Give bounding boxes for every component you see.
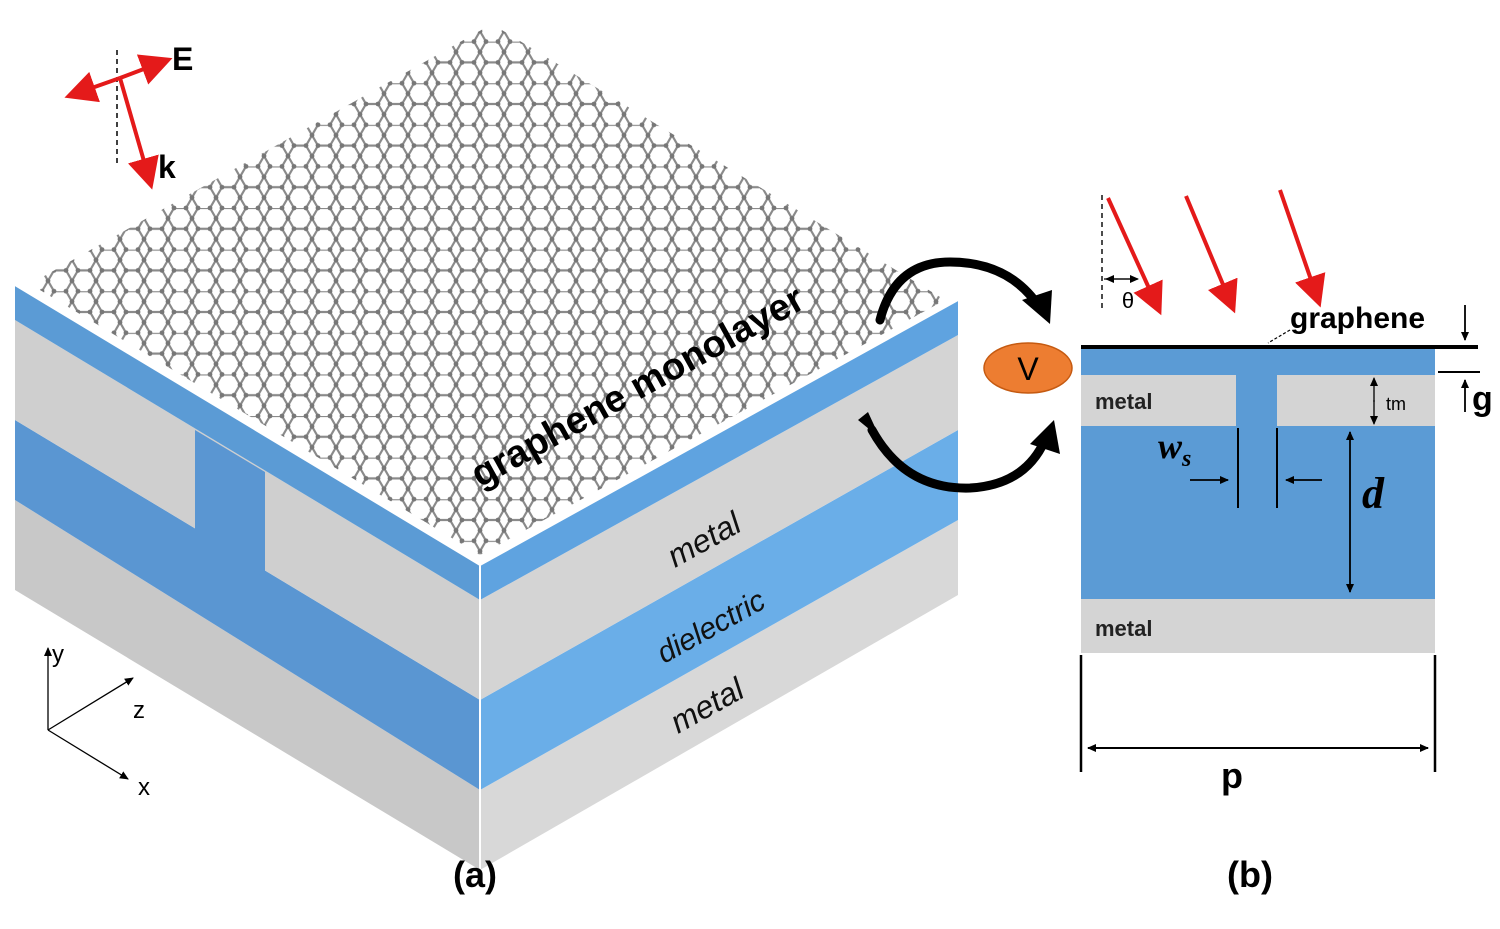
gap-label: g xyxy=(1472,380,1493,418)
right-face-bottom-metal xyxy=(480,520,958,870)
top-metal-label-b: metal xyxy=(1095,389,1152,414)
left-face-top-dielectric xyxy=(15,285,480,600)
panel-b-cross-section: θ graphene metal metal g tm ws d xyxy=(1079,189,1493,796)
y-axis-label: y xyxy=(52,641,64,668)
period-label: p xyxy=(1221,755,1243,796)
x-axis-label: x xyxy=(138,774,150,801)
bottom-metal-label-b: metal xyxy=(1095,616,1152,641)
incident-ray-1 xyxy=(1106,197,1163,316)
angle-theta-label: θ xyxy=(1122,288,1134,313)
right-face-top-dielectric xyxy=(480,300,958,600)
dielectric-thickness-label: d xyxy=(1362,469,1385,518)
incident-ray-2 xyxy=(1184,195,1238,314)
k-vector-arrow xyxy=(118,77,159,190)
curved-arrow-upper-head xyxy=(1022,290,1052,324)
slit-width-label: ws xyxy=(1158,426,1191,472)
e-field-arrow xyxy=(119,54,173,85)
k-vector-label: k xyxy=(158,149,176,185)
voltage-bias: V xyxy=(858,257,1073,493)
left-face-dielectric xyxy=(15,420,480,790)
voltage-source xyxy=(983,342,1073,394)
right-face-top-metal xyxy=(480,335,958,700)
e-field-label: E xyxy=(172,41,193,77)
slit-width-symbol: w xyxy=(1158,426,1183,466)
incident-ray-3 xyxy=(1278,189,1326,308)
metal-thickness-label: tm xyxy=(1386,394,1406,414)
dielectric-spacer xyxy=(1081,426,1435,599)
graphene-surface xyxy=(30,24,945,555)
right-face-dielectric xyxy=(480,430,958,790)
bottom-metal-layer xyxy=(1081,599,1435,653)
graphene-label: graphene xyxy=(1290,302,1425,335)
curved-arrow-lower-head xyxy=(1030,420,1060,454)
slit xyxy=(1236,375,1277,426)
incident-field-indicator: E k xyxy=(64,41,193,190)
panel-a-caption: (a) xyxy=(453,854,497,895)
panel-b-caption: (b) xyxy=(1227,854,1273,895)
voltage-label: V xyxy=(1017,351,1039,387)
coordinate-axes: y z x xyxy=(44,641,150,801)
left-face-slit xyxy=(195,430,265,578)
left-face-bottom-metal xyxy=(15,500,480,870)
slit-width-subscript: s xyxy=(1181,446,1191,472)
z-axis-label: z xyxy=(133,697,145,724)
top-dielectric-layer xyxy=(1081,348,1435,375)
panel-a-stack: graphene monolayer metal dielectric meta… xyxy=(14,15,959,870)
